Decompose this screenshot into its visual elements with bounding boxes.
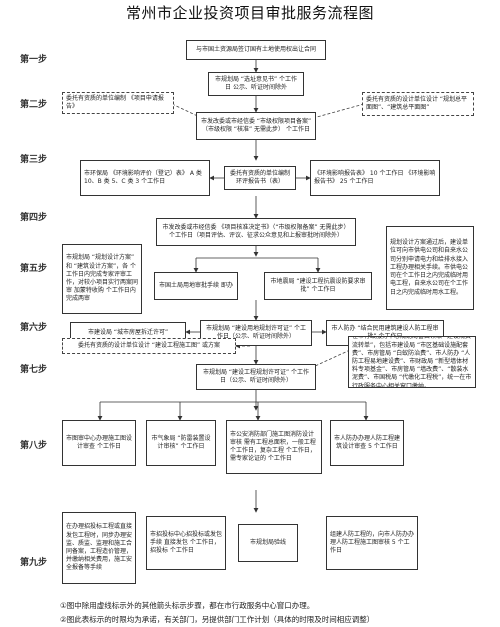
box-drawing-review: 市图审中心办理施工图设计审查 个工作日: [62, 420, 136, 466]
dashed-arrow: [301, 349, 351, 373]
box-land-procedures: 市国土局用地审批手续 即办: [154, 272, 238, 300]
footnote: ②图此表标示的时限均为承诺，有关部门，另提供部门工作计划（具体的时限及时间相应调…: [60, 615, 375, 624]
step-label: 第九步: [20, 558, 48, 568]
box-land-contract: 与市国土资源局签订国有土地使用权出让合同: [186, 40, 326, 60]
box-project-report: 委托有资质的单位编制 《项目申请报告》: [62, 92, 174, 114]
step-label: 第三步: [20, 155, 48, 165]
step-label: 第七步: [20, 365, 48, 375]
step-label: 第四步: [20, 213, 48, 223]
box-bidding-filing: 在办理招投标工程或直接发包工程时，同步办理安监、质监、监理和施工合同备案，工程造…: [62, 512, 136, 584]
box-env-report-draft: 委托有资质的单位编制环评报告书（表）: [224, 166, 296, 190]
box-project-approval: 市发改委或市经信委 《项目核准决定书》（“市级权限备案” 无需此步） 个工作日（…: [156, 218, 356, 246]
box-tender-contract: 市招投标中心招投标或发包手续 直接发包 个工作日，招投标 个工作日: [146, 516, 226, 570]
box-site-selection: 市规划局 “选址意见书” 个工作日 公示、听证时间除外: [208, 72, 304, 96]
box-construction-permit: 市规划局 “建设工程规划许可证” 个工作日（公示、听证时间除外）: [196, 364, 316, 390]
box-line-check: 市规划局验线: [238, 524, 298, 562]
box-lightning-review: 市气象局 “防雷装置设计审核” 个工作日: [146, 420, 216, 466]
box-env-approval: 《环境影响报告表》 10 个工作日 《环境影响报告书》 25 个工作日: [310, 160, 440, 196]
step-label: 第一步: [20, 55, 48, 65]
step-label: 第八步: [20, 441, 48, 451]
box-project-filing: 市发改委或市经信委 “市级权限项目备案” （市级权限 “核准” 无需此步） 个工…: [196, 112, 316, 140]
box-design-scheme: 市规划局 “规划设计方案” 和 “建筑设计方案”，各 个工作日内完成专家评审工作…: [62, 244, 142, 314]
box-utilities: 规划设计方案通过后，建设单位可向市供电公司和自来水公司分别申请电力和给排水接入工…: [386, 226, 474, 310]
step-label: 第六步: [20, 323, 48, 333]
box-seismic-approval: 市地震局 “建设工程抗震设防要求审批” 个工作日: [264, 272, 372, 300]
box-construction-drawings: 委托有资质的设计单位设计 “建设工程施工图” 或方案: [62, 338, 236, 354]
box-civil-defense-drawings: 组建人防工程的，向市人防办办理人防工程施工图审核 5 个工作日: [326, 516, 418, 570]
box-env-registration: 市环保局 《环境影响评价（登记）表》 A 类 10、B 类 5、C 类 3 个工…: [80, 160, 210, 196]
step-label: 第二步: [20, 100, 48, 110]
box-fire-review: 市公安消防部门施工图消防设计审核 需有工程总面积，一般工程 个工作日，复杂工程 …: [226, 420, 322, 474]
box-fee-transfer: 在市行政服务中心规划局窗口领取 “建设规费流转单”，包括市建设局 “市区基础设施…: [348, 336, 476, 388]
page-title: 常州市企业投资项目审批服务流程图: [125, 4, 374, 22]
box-civil-defense-design: 市人防办办理人防工程建筑设计审查 5 个工作日: [330, 420, 404, 466]
box-site-plan-design: 委托有资质的设计单位设计 “规划总平面图”、“建筑总平面图”: [362, 92, 474, 116]
footnote: ①图中除用虚线标示外的其他箭头标示步骤，都在市行政服务中心窗口办理。: [60, 601, 315, 610]
step-label: 第五步: [20, 264, 48, 274]
